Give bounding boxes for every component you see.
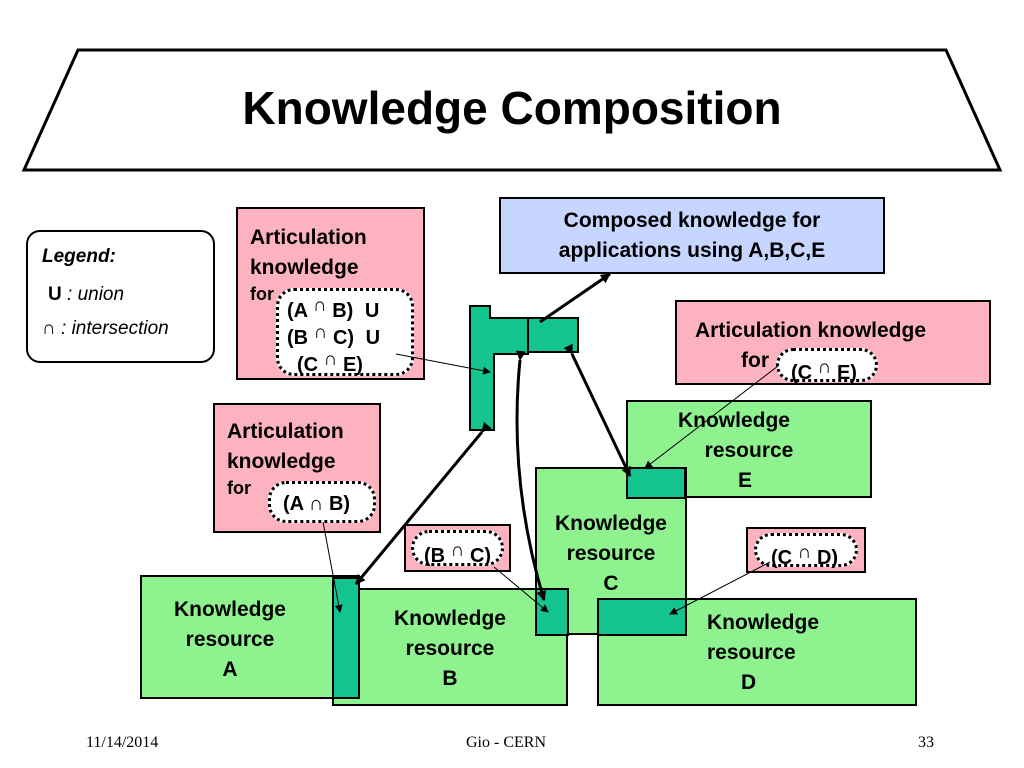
expr-row-1: (A ∩ B) U: [287, 295, 411, 322]
articulation-abc-line-2: knowledge: [250, 256, 359, 279]
resource-c-line-1: Knowledge: [554, 512, 667, 535]
composed-line-2: applications using A,B,C,E: [558, 239, 826, 262]
articulation-abc-line-1: Articulation: [250, 226, 367, 249]
resource-b-line-2: resource: [405, 637, 495, 660]
resource-d-line-1: Knowledge: [707, 611, 820, 634]
footer-date: 11/14/2014: [86, 734, 159, 751]
expr-left: (C: [791, 362, 813, 384]
expr-right: E): [836, 362, 857, 384]
resource-a-line-3: A: [222, 658, 238, 681]
expr-left: (C: [297, 354, 319, 376]
composed-knowledge-box: Composed knowledge for applications usin…: [499, 197, 885, 274]
articulation-abc-for: for: [250, 284, 274, 304]
title-banner: [21, 48, 1003, 172]
expr-right: B): [332, 300, 354, 322]
composed-line-1: Composed knowledge for: [563, 209, 821, 232]
articulation-ce-expression: (C ∩ E): [776, 348, 878, 384]
footer-page-number: 33: [918, 734, 934, 751]
legend-intersection: ∩ : intersection: [42, 318, 169, 340]
expr-right: D): [816, 547, 839, 569]
expr-right: C): [332, 327, 355, 349]
union-symbol: U: [364, 300, 380, 322]
intersection-symbol: ∩: [308, 493, 324, 515]
resource-d-line-3: D: [741, 671, 757, 694]
resource-b-line-3: B: [442, 667, 458, 690]
articulation-ab-line-1: Articulation: [227, 420, 344, 443]
intersection-symbol: ∩: [817, 357, 832, 378]
intersection-symbol: ∩: [450, 540, 465, 561]
legend-title: Legend:: [42, 246, 116, 267]
expr-left: (A: [283, 493, 304, 515]
page-title: Knowledge Composition: [242, 82, 782, 134]
resource-d-line-2: resource: [707, 641, 796, 664]
union-label: : union: [67, 284, 125, 305]
expr-left: (C: [771, 547, 793, 569]
articulation-cd-expression: (C ∩ D): [754, 533, 858, 569]
expr-row-2: (B ∩ C) U: [287, 322, 411, 349]
expr-right: B): [328, 493, 351, 515]
intersection-symbol: ∩: [312, 295, 327, 316]
expr-right: C): [469, 545, 492, 567]
resource-c-line-3: C: [603, 572, 619, 595]
union-symbol: U: [48, 284, 62, 305]
legend-union: U : union: [48, 284, 124, 306]
intersection-symbol: ∩: [797, 542, 812, 563]
expr-left: (B: [287, 327, 309, 349]
footer-center: Gio - CERN: [466, 734, 546, 751]
articulation-ab-line-2: knowledge: [227, 450, 336, 473]
expr-left: (A: [287, 300, 308, 322]
resource-c-line-2: resource: [566, 542, 656, 565]
intersection-symbol: ∩: [323, 349, 338, 370]
intersection-label: : intersection: [61, 318, 169, 339]
articulation-ce-line-1: Articulation knowledge: [695, 319, 927, 342]
articulation-abc-expression: (A ∩ B) U (B ∩ C) U (C ∩ E): [276, 288, 414, 376]
intersection-symbol: ∩: [42, 318, 56, 339]
resource-b-line-1: Knowledge: [393, 607, 506, 630]
articulation-bc-expression: (B ∩ C): [411, 530, 504, 567]
legend-box: Legend: U : union ∩ : intersection: [26, 230, 215, 363]
expr-right: E): [342, 354, 363, 376]
resource-e-line-3: E: [737, 469, 752, 492]
articulation-ab-for: for: [227, 478, 251, 498]
expr-left: (B: [424, 545, 446, 567]
resource-a-line-2: resource: [185, 628, 275, 651]
intersection-symbol: ∩: [313, 322, 328, 343]
expr-row-3: (C ∩ E): [287, 349, 411, 376]
union-symbol: U: [365, 327, 381, 349]
resource-a-line-1: Knowledge: [173, 598, 286, 621]
